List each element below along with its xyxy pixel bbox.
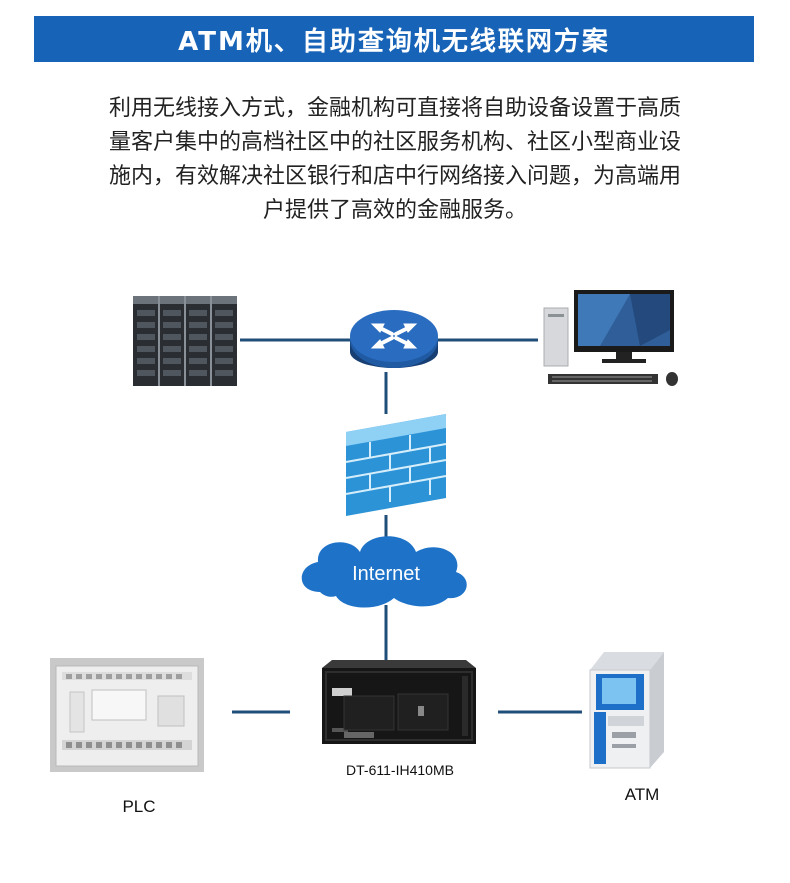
intro-paragraph: 利用无线接入方式，金融机构可直接将自助设备设置于高质 量客户集中的高档社区中的社…: [40, 92, 750, 228]
cloud-label: Internet: [352, 563, 420, 585]
atm-label: ATM: [625, 785, 660, 804]
industrial-pc-icon: [322, 660, 476, 744]
page-title: ATM机、自助查询机无线联网方案: [178, 26, 610, 57]
title-banner: ATM机、自助查询机无线联网方案: [34, 16, 754, 62]
plc-icon: [50, 658, 204, 772]
intro-line: 户提供了高效的金融服务。: [262, 198, 527, 223]
device-label: DT-611-IH410MB: [346, 762, 454, 778]
router-icon: [350, 310, 438, 368]
cloud-icon: [301, 536, 467, 608]
intro-line: 量客户集中的高档社区中的社区服务机构、社区小型商业设: [108, 130, 681, 155]
firewall-icon: [345, 414, 447, 516]
plc-label: PLC: [122, 797, 155, 816]
desktop-computer-icon: [543, 290, 678, 386]
atm-icon: [589, 652, 664, 769]
intro-line: 利用无线接入方式，金融机构可直接将自助设备设置于高质: [108, 96, 681, 121]
server-rack-icon: [133, 296, 237, 386]
connection-lines: [232, 338, 582, 714]
intro-line: 施内，有效解决社区银行和店中行网络接入问题，为高端用: [108, 164, 681, 189]
